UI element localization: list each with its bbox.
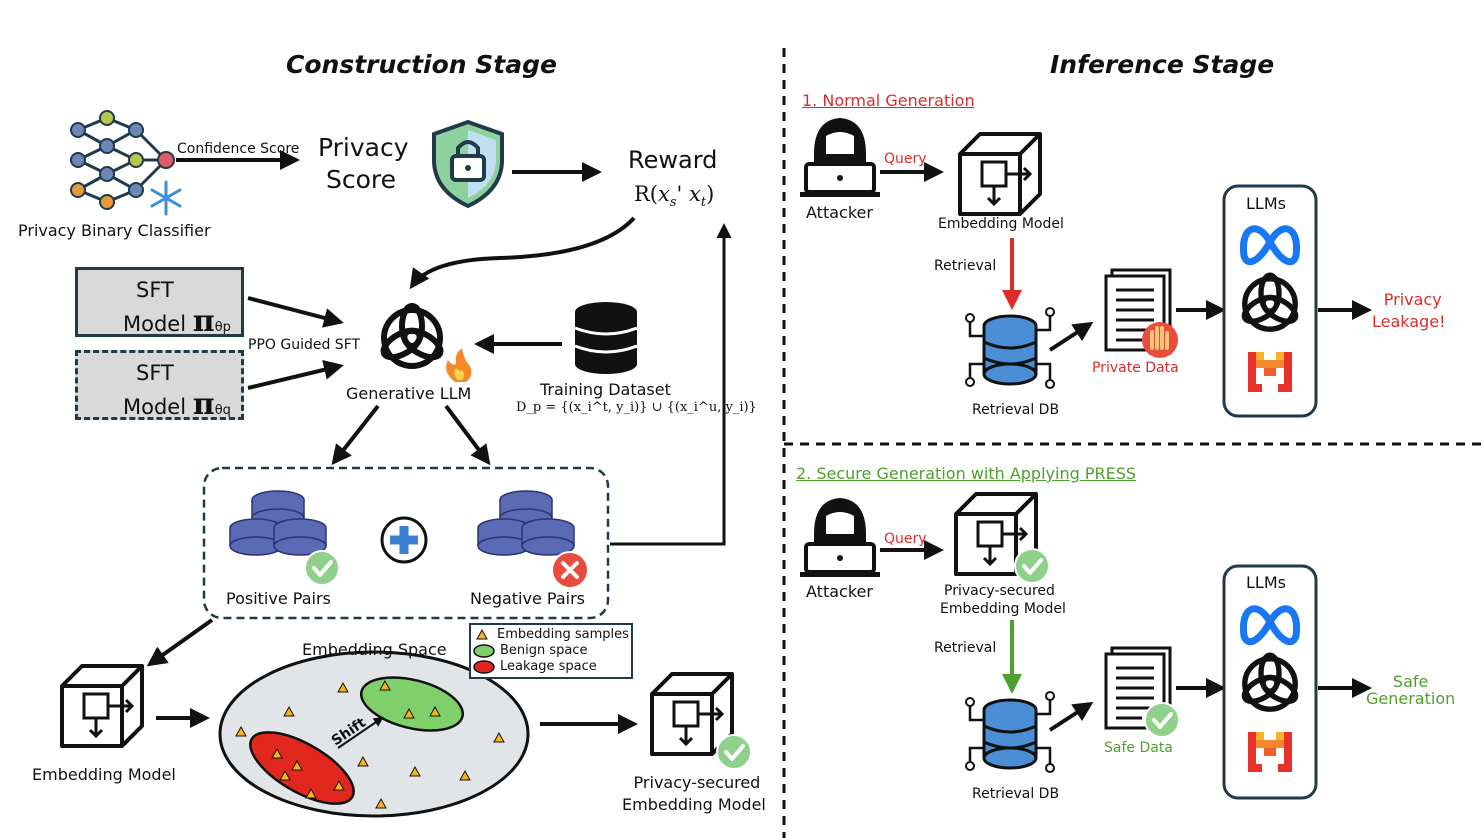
embedding-space-label: Embedding Space <box>302 640 447 659</box>
classifier-label: Privacy Binary Classifier <box>18 221 211 240</box>
legend-benign: Benign space <box>500 643 588 658</box>
retrieval-db-label-normal: Retrieval DB <box>972 402 1060 418</box>
llms-label-normal: LLMs <box>1246 194 1286 213</box>
query-label-normal: Query <box>884 151 927 167</box>
privacy-leakage-label: Privacy Leakage! <box>1372 290 1446 331</box>
retrieval-db-label-secure: Retrieval DB <box>972 786 1060 802</box>
arrow-reward-to-llm <box>409 216 636 290</box>
positive-pairs-database-icon <box>229 490 327 556</box>
safe-generation-label: Safe Generation <box>1366 672 1456 708</box>
attacker-label-secure: Attacker <box>806 582 873 601</box>
arrow-sft-q <box>247 359 344 390</box>
positive-pairs-label: Positive Pairs <box>226 589 331 608</box>
cross-icon <box>551 551 589 589</box>
neural-network-icon <box>70 110 175 210</box>
negative-pairs-label: Negative Pairs <box>470 589 585 608</box>
arrow-to-negative <box>444 404 491 466</box>
check-icon <box>303 549 341 587</box>
llms-box-normal <box>1222 184 1318 418</box>
retrieval-label-normal: Retrieval <box>934 258 997 274</box>
embedding-model-label-normal: Embedding Model <box>938 216 1064 232</box>
generative-llm-label: Generative LLM <box>346 384 472 403</box>
shield-lock-icon <box>432 119 504 209</box>
retrieval-db-icon-normal <box>964 306 1056 390</box>
legend-samples: Embedding samples <box>497 627 629 642</box>
training-dataset-label: Training Dataset <box>540 380 671 399</box>
private-data-label: Private Data <box>1092 360 1179 376</box>
openai-logo-icon <box>379 306 444 366</box>
safe-data-label: Safe Data <box>1104 740 1173 756</box>
secure-generation-heading: 2. Secure Generation with Applying PRESS <box>796 464 1137 483</box>
hacker-icon <box>798 496 882 579</box>
pairs-container <box>202 466 610 620</box>
construction-stage-title: Construction Stage <box>286 50 557 79</box>
embedding-samples <box>235 679 505 809</box>
negative-pairs-database-icon <box>477 490 575 556</box>
llms-label-secure: LLMs <box>1246 573 1286 592</box>
confidence-label: Confidence Score <box>177 141 300 157</box>
fire-icon <box>446 348 472 382</box>
arrow-sft-p <box>247 296 344 328</box>
arrow-to-positive <box>331 404 380 466</box>
privacy-score-label: Privacy Score <box>318 133 409 194</box>
legend-leakage: Leakage space <box>500 659 597 674</box>
hand-stop-icon <box>1142 322 1178 358</box>
cube-arrow-icon <box>60 664 144 748</box>
embedding-model-label: Embedding Model <box>32 765 176 784</box>
query-label-secure: Query <box>884 531 927 547</box>
retrieval-db-icon-secure <box>964 690 1056 774</box>
attacker-label-normal: Attacker <box>806 203 873 222</box>
hacker-icon <box>798 116 882 199</box>
dataset-formula: D_p = {(x_i^t, y_i)} ∪ {(x_i^u, y_i)} <box>516 400 757 415</box>
sft-model-q-box: SFT Model πθq <box>75 350 244 422</box>
ppo-label: PPO Guided SFT <box>248 337 361 353</box>
benign-space <box>359 676 465 732</box>
normal-generation-heading: 1. Normal Generation <box>802 91 975 110</box>
database-icon <box>574 302 638 374</box>
embedding-cube-normal <box>958 132 1042 216</box>
inference-stage-title: Inference Stage <box>1050 50 1275 79</box>
reward-title: Reward <box>628 146 718 174</box>
reward-formula: R(xs' xt) <box>634 182 715 211</box>
plus-icon <box>380 516 428 564</box>
shift-arrow <box>337 716 384 749</box>
retrieval-label-secure: Retrieval <box>934 640 997 656</box>
secured-model-label: Privacy-secured Embedding Model <box>622 773 766 814</box>
snowflake-icon <box>150 180 182 216</box>
arrow-to-embedding-model <box>146 618 214 667</box>
arrow-pairs-to-reward <box>610 223 732 546</box>
legend-box <box>469 623 633 679</box>
llms-box-secure <box>1222 564 1318 800</box>
secured-embedding-label: Privacy-secured Embedding Model <box>940 583 1066 617</box>
sft-model-p-box: SFT Model πθp <box>75 267 244 339</box>
